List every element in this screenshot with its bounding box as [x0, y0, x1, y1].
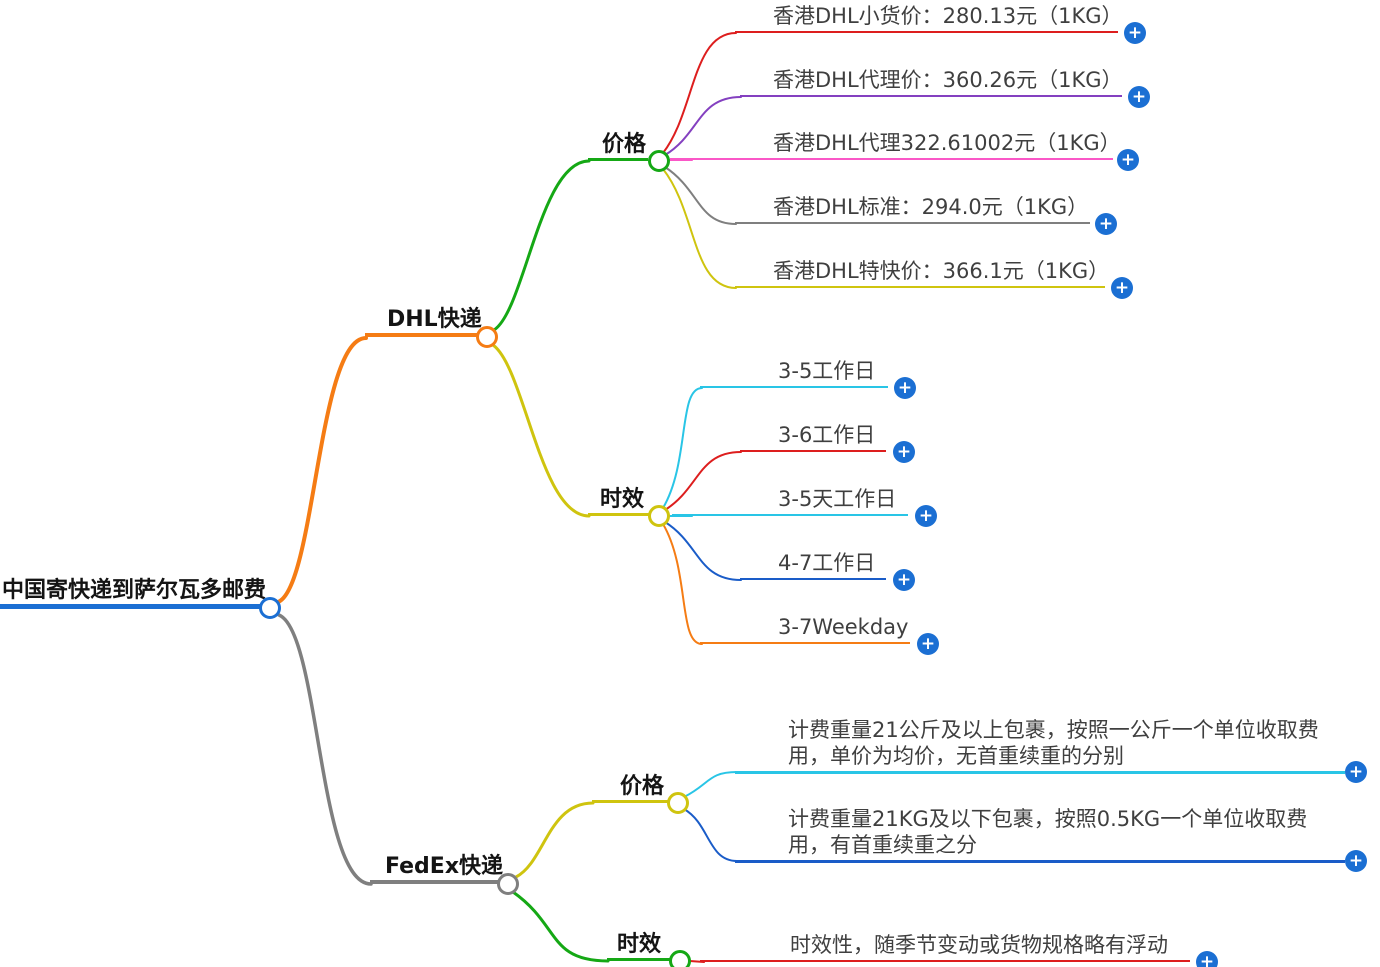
expand-button[interactable]: + — [1095, 213, 1117, 235]
leaf-fedex-time-1[interactable]: 时效性，随季节变动或货物规格略有浮动 — [700, 932, 1190, 962]
node-fedex-price-label: 价格 — [620, 774, 665, 799]
connector — [491, 343, 591, 518]
expand-button[interactable]: + — [917, 633, 939, 655]
connector — [664, 521, 742, 581]
node-dhl-price[interactable]: 价格 — [588, 132, 648, 161]
leaf-dhl-time-4[interactable]: 4-7工作日 — [740, 550, 886, 580]
expand-button[interactable]: + — [1124, 22, 1146, 44]
connector — [662, 168, 737, 289]
leaf-dhl-price-5[interactable]: 香港DHL特快价：366.1元（1KG） — [735, 258, 1110, 288]
expand-button[interactable]: + — [893, 569, 915, 591]
leaf-dhl-time-3[interactable]: 3-5天工作日 — [672, 486, 908, 516]
connector — [662, 387, 703, 509]
expand-button[interactable]: + — [894, 377, 916, 399]
leaf-label: 3-7Weekday — [778, 615, 909, 639]
node-fedex-price[interactable]: 价格 — [592, 774, 668, 803]
leaf-label: 香港DHL特快价：366.1元（1KG） — [773, 259, 1110, 283]
leaf-label: 计费重量21公斤及以上包裹，按照一公斤一个单位收取费用，单价为均价，无首重续重的… — [788, 718, 1319, 768]
expand-button[interactable]: + — [1128, 86, 1150, 108]
node-fedex-time-label: 时效 — [617, 932, 662, 957]
collapse-handle-dhl-time[interactable] — [648, 505, 670, 527]
leaf-label: 时效性，随季节变动或货物规格略有浮动 — [790, 933, 1168, 957]
collapse-handle-dhl-price[interactable] — [648, 150, 670, 172]
connector — [514, 801, 595, 879]
connector — [511, 890, 610, 963]
root-node[interactable]: 中国寄快递到萨尔瓦多邮费 — [0, 578, 267, 609]
node-fedex[interactable]: FedEx快递 — [370, 854, 504, 884]
expand-button[interactable]: + — [1345, 850, 1367, 872]
leaf-dhl-time-1[interactable]: 3-5工作日 — [700, 358, 888, 388]
leaf-label: 香港DHL小货价：280.13元（1KG） — [773, 4, 1123, 28]
node-dhl-price-label: 价格 — [602, 132, 647, 157]
node-fedex-label: FedEx快递 — [385, 854, 504, 879]
connector — [662, 523, 703, 645]
connector — [492, 159, 591, 332]
node-dhl-time-label: 时效 — [600, 487, 645, 512]
leaf-dhl-price-4[interactable]: 香港DHL标准：294.0元（1KG） — [735, 194, 1090, 224]
leaf-label: 香港DHL代理322.61002元（1KG） — [773, 131, 1121, 155]
collapse-handle-fedex[interactable] — [497, 873, 519, 895]
leaf-dhl-time-5[interactable]: 3-7Weekday — [700, 614, 910, 644]
expand-button[interactable]: + — [1196, 951, 1218, 967]
root-node-label: 中国寄快递到萨尔瓦多邮费 — [2, 578, 267, 603]
leaf-dhl-price-3[interactable]: 香港DHL代理322.61002元（1KG） — [670, 130, 1121, 160]
connector — [683, 771, 738, 798]
node-dhl-label: DHL快递 — [387, 307, 482, 332]
node-dhl[interactable]: DHL快递 — [365, 307, 482, 337]
expand-button[interactable]: + — [1111, 277, 1133, 299]
leaf-label: 3-5天工作日 — [778, 487, 897, 511]
collapse-handle-fedex-time[interactable] — [669, 950, 691, 967]
expand-button[interactable]: + — [915, 505, 937, 527]
connector — [664, 451, 742, 511]
node-dhl-time[interactable]: 时效 — [588, 487, 650, 516]
connector — [277, 613, 373, 886]
expand-button[interactable]: + — [1117, 149, 1139, 171]
expand-button[interactable]: + — [893, 441, 915, 463]
connector — [664, 96, 742, 156]
connector — [683, 808, 738, 862]
leaf-label: 3-5工作日 — [778, 359, 876, 383]
leaf-dhl-time-2[interactable]: 3-6工作日 — [740, 422, 886, 452]
connector — [276, 336, 368, 604]
leaf-label: 3-6工作日 — [778, 423, 876, 447]
leaf-label: 计费重量21KG及以下包裹，按照0.5KG一个单位收取费用，有首重续重之分 — [788, 807, 1308, 857]
leaf-fedex-price-1[interactable]: 计费重量21公斤及以上包裹，按照一公斤一个单位收取费用，单价为均价，无首重续重的… — [735, 717, 1345, 774]
leaf-label: 香港DHL标准：294.0元（1KG） — [773, 195, 1089, 219]
collapse-handle-root[interactable] — [259, 597, 281, 619]
leaf-fedex-price-2[interactable]: 计费重量21KG及以下包裹，按照0.5KG一个单位收取费用，有首重续重之分 — [735, 806, 1345, 863]
leaf-label: 香港DHL代理价：360.26元（1KG） — [773, 68, 1123, 92]
node-fedex-time[interactable]: 时效 — [607, 932, 670, 961]
connector — [662, 32, 737, 154]
expand-button[interactable]: + — [1345, 761, 1367, 783]
collapse-handle-dhl[interactable] — [476, 326, 498, 348]
leaf-label: 4-7工作日 — [778, 551, 876, 575]
collapse-handle-fedex-price[interactable] — [667, 792, 689, 814]
leaf-dhl-price-2[interactable]: 香港DHL代理价：360.26元（1KG） — [740, 67, 1123, 97]
leaf-dhl-price-1[interactable]: 香港DHL小货价：280.13元（1KG） — [735, 3, 1123, 33]
connector — [664, 166, 737, 225]
